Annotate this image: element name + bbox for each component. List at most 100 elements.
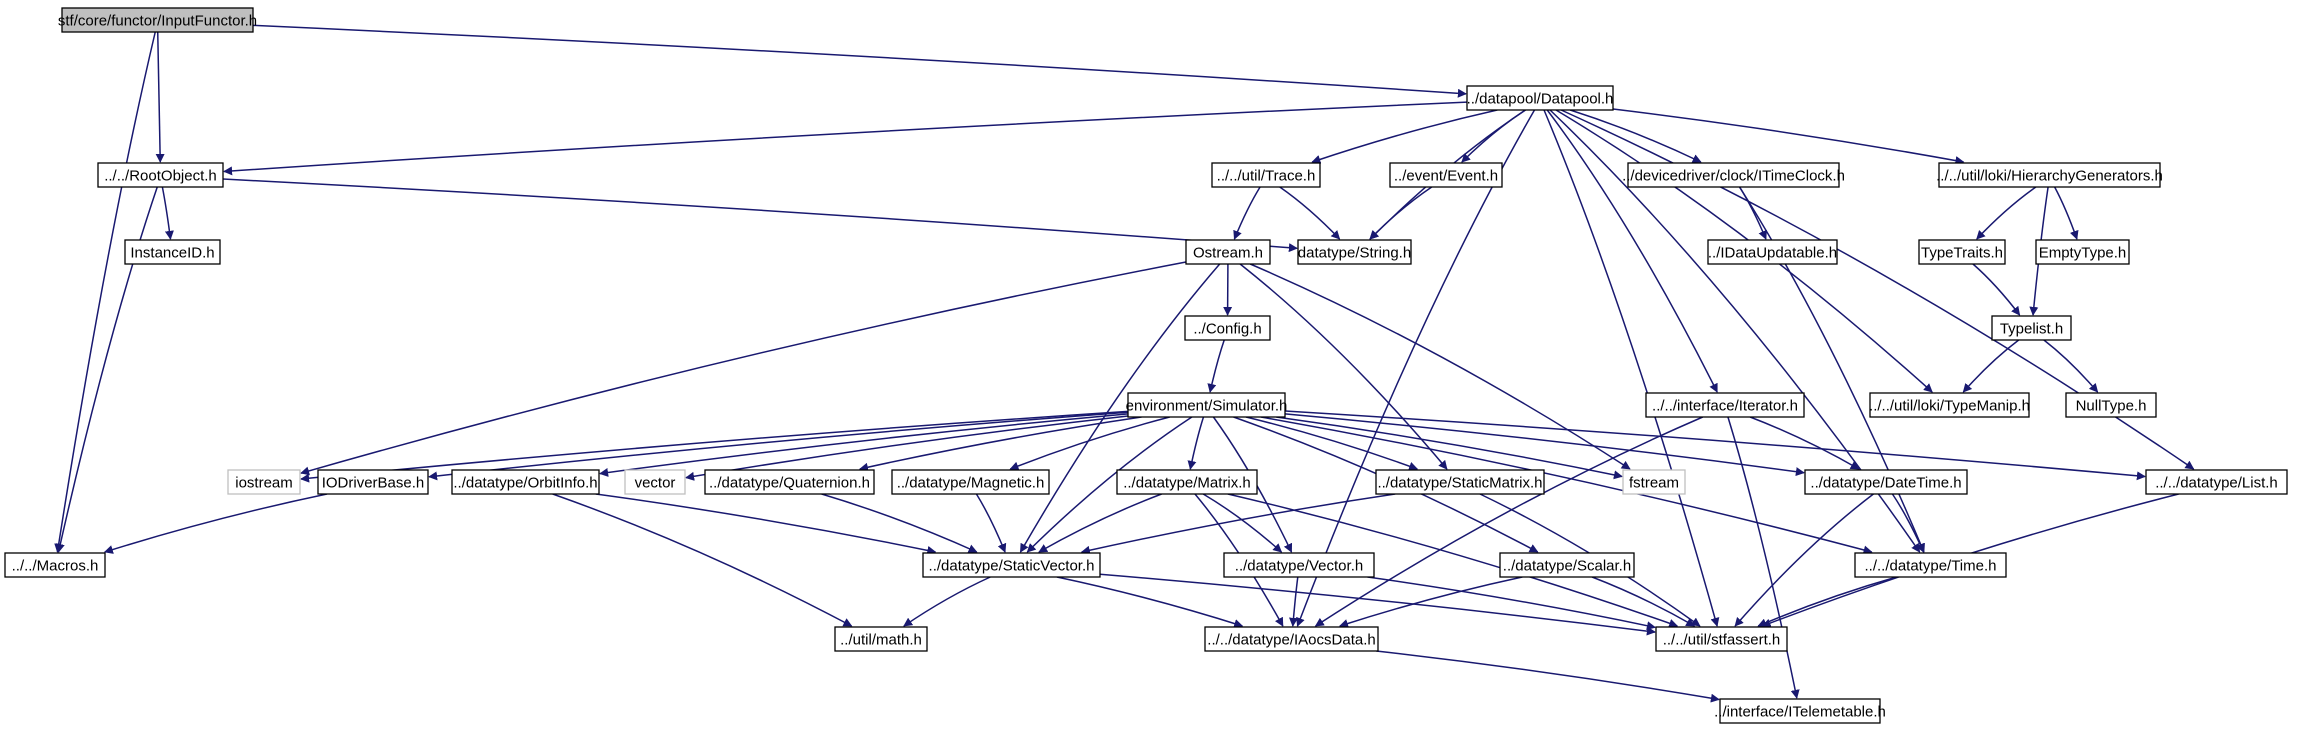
node-box-rootobject [97, 162, 224, 188]
node-emptytype[interactable]: EmptyType.h [2035, 239, 2130, 265]
node-iodriverbase[interactable]: IODriverBase.h [317, 469, 429, 495]
node-nulltype[interactable]: NullType.h [2065, 392, 2157, 418]
node-box-time [1854, 552, 2007, 578]
node-inputfunctor[interactable]: stf/core/functor/InputFunctor.h [58, 7, 257, 33]
node-label-emptytype: EmptyType.h [2039, 245, 2127, 262]
node-config[interactable]: ../Config.h [1184, 315, 1271, 341]
node-box-matrix [1116, 469, 1258, 495]
node-box-idataupdatable [1707, 239, 1838, 265]
edge-vectorh-to-stfassert [1367, 576, 1656, 631]
node-quaternion[interactable]: ../datatype/Quaternion.h [704, 469, 875, 495]
edge-staticvector-to-iaocsdata [1056, 576, 1244, 628]
node-trace[interactable]: ../../util/Trace.h [1211, 162, 1321, 188]
edge-typetraits-to-typelist [1972, 263, 2021, 316]
node-label-itelemetable: ../interface/ITelemetable.h [1714, 704, 1886, 721]
node-box-vectorh [1223, 552, 1375, 578]
node-rootobject[interactable]: ../../RootObject.h [97, 162, 224, 188]
node-itimeclock[interactable]: ../devicedriver/clock/ITimeClock.h [1622, 162, 1845, 188]
node-label-nulltype: NullType.h [2076, 398, 2147, 415]
node-box-stfassert [1655, 626, 1788, 652]
node-macros[interactable]: ../../Macros.h [4, 552, 106, 578]
node-label-typemanip: ../../util/loki/TypeManip.h [1869, 398, 2030, 415]
node-datetime[interactable]: ../datatype/DateTime.h [1804, 469, 1968, 495]
node-label-vector: vector [635, 475, 676, 492]
node-label-itimeclock: ../devicedriver/clock/ITimeClock.h [1622, 168, 1845, 185]
node-box-hiergen [1938, 162, 2161, 188]
node-ostream[interactable]: Ostream.h [1185, 239, 1271, 265]
node-iaocsdata[interactable]: ../../datatype/IAocsData.h [1204, 626, 1379, 652]
node-box-orbitinfo [451, 469, 600, 495]
node-iterator[interactable]: ../../interface/Iterator.h [1645, 392, 1805, 418]
node-typemanip[interactable]: ../../util/loki/TypeManip.h [1869, 392, 2030, 418]
node-event[interactable]: ../event/Event.h [1389, 162, 1503, 188]
edge-datetime-to-time [1891, 493, 1925, 553]
node-label-list: ../../datatype/List.h [2155, 475, 2278, 492]
edge-scalar-to-iaocsdata [1339, 576, 1523, 628]
node-label-idataupdatable: ../IDataUpdatable.h [1708, 245, 1837, 262]
node-box-magnetic [891, 469, 1050, 495]
node-box-string [1297, 239, 1412, 265]
edge-trace-to-ostream [1233, 186, 1261, 240]
edge-simulator-to-iodriverbase [428, 411, 1129, 481]
node-math[interactable]: ../util/math.h [834, 626, 928, 652]
node-typelist[interactable]: Typelist.h [1991, 315, 2072, 341]
node-stfassert[interactable]: ../../util/stfassert.h [1655, 626, 1788, 652]
node-magnetic[interactable]: ../datatype/Magnetic.h [891, 469, 1050, 495]
node-label-vectorh: ../datatype/Vector.h [1235, 558, 1363, 575]
node-simulator[interactable]: environment/Simulator.h [1126, 392, 1288, 418]
node-instanceid[interactable]: InstanceID.h [124, 239, 221, 265]
node-matrix[interactable]: ../datatype/Matrix.h [1116, 469, 1258, 495]
node-itelemetable[interactable]: ../interface/ITelemetable.h [1714, 698, 1886, 724]
node-vector: vector [624, 469, 686, 495]
node-box-typelist [1991, 315, 2072, 341]
node-box-iaocsdata [1204, 626, 1379, 652]
node-label-typelist: Typelist.h [2000, 321, 2063, 338]
edge-inputfunctor-to-macros [54, 31, 156, 553]
node-staticmatrix[interactable]: ../datatype/StaticMatrix.h [1375, 469, 1545, 495]
node-hiergen[interactable]: ../../util/loki/HierarchyGenerators.h [1936, 162, 2163, 188]
edge-typelist-to-nulltype [2043, 339, 2099, 393]
edge-inputfunctor-to-rootobject [155, 31, 165, 163]
node-label-instanceid: InstanceID.h [130, 245, 214, 262]
node-time[interactable]: ../../datatype/Time.h [1854, 552, 2007, 578]
node-datapool[interactable]: ../datapool/Datapool.h [1466, 85, 1614, 111]
node-label-ostream: Ostream.h [1193, 245, 1263, 262]
edge-simulator-to-datetime [1284, 413, 1805, 477]
node-label-typetraits: TypeTraits.h [1921, 245, 2003, 262]
node-orbitinfo[interactable]: ../datatype/OrbitInfo.h [451, 469, 600, 495]
node-string[interactable]: datatype/String.h [1297, 239, 1412, 265]
node-label-stfassert: ../../util/stfassert.h [1663, 632, 1781, 649]
edge-typelist-to-typemanip [1962, 339, 2020, 393]
node-box-staticmatrix [1375, 469, 1545, 495]
edge-simulator-to-iostream [300, 410, 1129, 483]
node-box-inputfunctor [61, 7, 254, 33]
edge-rootobject-to-instanceid [161, 186, 174, 240]
node-label-macros: ../../Macros.h [12, 558, 99, 575]
edge-rootobject-to-string [222, 178, 1298, 253]
edge-simulator-to-staticvector [1026, 416, 1193, 553]
edge-staticvector-to-math [903, 576, 991, 627]
edge-simulator-to-list [1284, 410, 2146, 481]
edge-datetime-to-stfassert [1734, 493, 1874, 627]
node-label-time: ../../datatype/Time.h [1864, 558, 1996, 575]
edge-scalar-to-stfassert [1591, 576, 1696, 627]
edge-iterator-to-iaocsdata [1314, 416, 1704, 627]
node-scalar[interactable]: ../datatype/Scalar.h [1499, 552, 1635, 578]
node-label-iostream: iostream [235, 475, 293, 492]
node-idataupdatable[interactable]: ../IDataUpdatable.h [1707, 239, 1838, 265]
node-box-fstream [1622, 469, 1686, 495]
node-staticvector[interactable]: ../datatype/StaticVector.h [922, 552, 1101, 578]
node-label-staticmatrix: ../datatype/StaticMatrix.h [1377, 475, 1542, 492]
node-vectorh[interactable]: ../datatype/Vector.h [1223, 552, 1375, 578]
edge-simulator-to-magnetic [1009, 416, 1170, 471]
edge-datapool-to-iterator [1546, 109, 1718, 393]
edge-datapool-to-typemanip [1555, 109, 1933, 393]
node-box-iodriverbase [317, 469, 429, 495]
node-label-datapool: ../datapool/Datapool.h [1467, 91, 1614, 108]
node-box-instanceid [124, 239, 221, 265]
edge-staticmatrix-to-staticvector [1080, 493, 1396, 555]
node-list[interactable]: ../../datatype/List.h [2145, 469, 2288, 495]
node-iostream: iostream [227, 469, 301, 495]
edge-datapool-to-stfassert [1543, 109, 1720, 627]
node-typetraits[interactable]: TypeTraits.h [1918, 239, 2006, 265]
